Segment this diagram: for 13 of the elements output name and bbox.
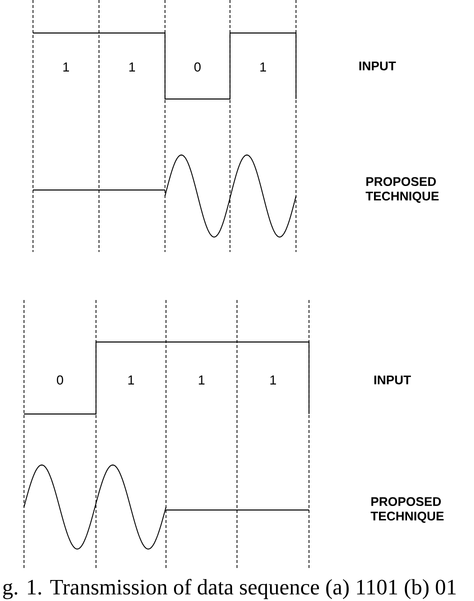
bit-label: 1 [260,62,266,72]
bit-label: 0 [194,62,201,72]
bit-label: 0 [56,375,64,385]
bit-label: 1 [129,62,135,72]
row-label: INPUT [359,62,396,70]
bit-label: 1 [63,62,69,72]
bit-label: 1 [198,376,204,384]
bit-label: 1 [128,376,134,384]
row-label: PROPOSED TECHNIQUE [370,497,444,523]
row-label: PROPOSED TECHNIQUE [366,177,439,203]
row-label: INPUT [374,376,411,384]
caption: g. 1. Transmission of data sequence (a) 1101 (b) 01 [3,578,456,600]
bit-label: 1 [270,376,276,384]
